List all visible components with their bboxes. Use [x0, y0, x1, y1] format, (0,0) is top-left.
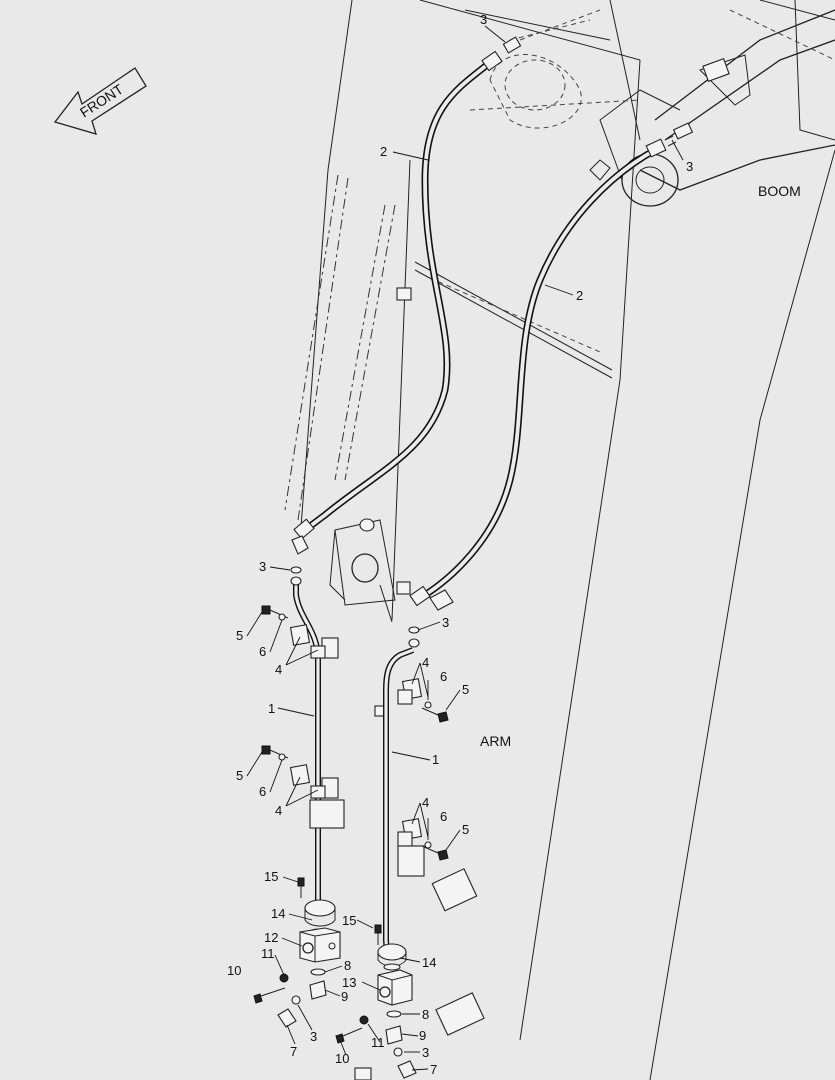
callout-numbers: 3 2 3 2 3 5 6 4 1 5 6 4 15 14 12 11 10 8… — [227, 12, 693, 1077]
callout-11-left: 11 — [261, 946, 275, 961]
callout-3-left-bot: 3 — [310, 1029, 317, 1044]
callout-8-right: 8 — [422, 1007, 429, 1022]
callout-10-left: 10 — [227, 963, 241, 978]
callout-3-left-mid: 3 — [259, 559, 266, 574]
callout-14-left: 14 — [271, 906, 285, 921]
callout-7-left: 7 — [290, 1044, 297, 1059]
callout-3-top: 3 — [480, 12, 487, 27]
pipe-right — [335, 626, 449, 1080]
callout-7-right: 7 — [430, 1062, 437, 1077]
leader-lines — [246, 25, 684, 1071]
pipe-left — [253, 566, 345, 1028]
callout-13: 13 — [342, 975, 356, 990]
callout-10-right: 10 — [335, 1051, 349, 1066]
callout-12: 12 — [264, 930, 278, 945]
callout-3-right-mid: 3 — [442, 615, 449, 630]
callout-14-right: 14 — [422, 955, 436, 970]
boom-structure: BOOM — [327, 0, 835, 207]
callout-2-left: 2 — [380, 144, 387, 159]
callout-3-right-top: 3 — [686, 159, 693, 174]
callout-9-left: 9 — [341, 989, 348, 1004]
callout-5-l2: 5 — [236, 768, 243, 783]
hose-right — [409, 138, 667, 611]
fitting-top — [502, 9, 601, 54]
arm-structure: ARM — [284, 59, 835, 1080]
callout-2-right: 2 — [576, 288, 583, 303]
callout-4-l1: 4 — [275, 662, 282, 677]
front-direction-arrow: FRONT — [53, 67, 147, 135]
callout-9-right: 9 — [419, 1028, 426, 1043]
callout-4-l2: 4 — [275, 803, 282, 818]
callout-1-left: 1 — [268, 701, 275, 716]
callout-1-right: 1 — [432, 752, 439, 767]
callout-15-right: 15 — [342, 913, 356, 928]
fitting-right-top — [664, 122, 694, 147]
callout-8-left: 8 — [344, 958, 351, 973]
callout-4-r1: 4 — [422, 655, 429, 670]
callout-6-r1: 6 — [440, 669, 447, 684]
callout-11-right: 11 — [371, 1035, 385, 1050]
callout-6-l1: 6 — [259, 644, 266, 659]
callout-6-l2: 6 — [259, 784, 266, 799]
callout-5-r1: 5 — [462, 682, 469, 697]
callout-6-r2: 6 — [440, 809, 447, 824]
arm-label: ARM — [480, 733, 511, 749]
callout-5-r2: 5 — [462, 822, 469, 837]
callout-3-right-bot: 3 — [422, 1045, 429, 1060]
callout-15-left: 15 — [264, 869, 278, 884]
callout-4-r2: 4 — [422, 795, 429, 810]
callout-5-l1: 5 — [236, 628, 243, 643]
hose-left — [291, 50, 503, 555]
boom-label: BOOM — [758, 183, 801, 199]
